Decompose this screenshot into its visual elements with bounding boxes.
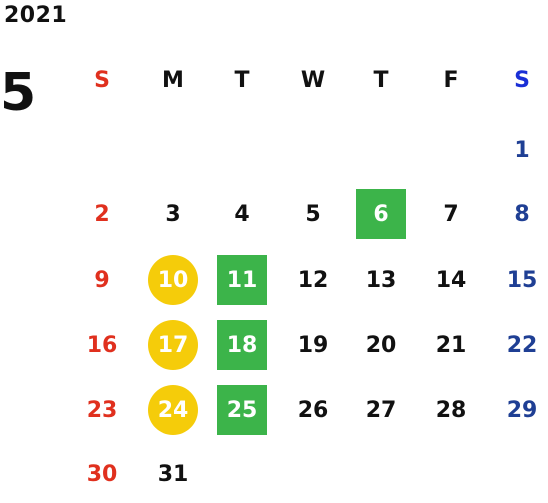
calendar-day-10[interactable]: 10 <box>148 255 198 305</box>
calendar-day-9[interactable]: 9 <box>94 267 110 293</box>
calendar-day-29[interactable]: 29 <box>506 397 538 423</box>
calendar-day-25[interactable]: 25 <box>217 385 267 435</box>
calendar-day-20[interactable]: 20 <box>365 332 397 358</box>
calendar-day-16[interactable]: 16 <box>86 332 118 358</box>
calendar-day-28[interactable]: 28 <box>435 397 467 423</box>
calendar-day-7[interactable]: 7 <box>443 201 459 227</box>
calendar-year: 2021 <box>4 3 68 28</box>
calendar-day-30[interactable]: 30 <box>86 461 118 487</box>
weekday-header-wednesday: W <box>300 67 326 93</box>
calendar-day-18[interactable]: 18 <box>217 320 267 370</box>
calendar-month: 5 <box>0 63 37 123</box>
calendar-day-23[interactable]: 23 <box>86 397 118 423</box>
calendar-day-2[interactable]: 2 <box>94 201 110 227</box>
calendar-day-14[interactable]: 14 <box>435 267 467 293</box>
calendar-day-12[interactable]: 12 <box>297 267 329 293</box>
calendar-day-8[interactable]: 8 <box>514 201 530 227</box>
calendar-day-19[interactable]: 19 <box>297 332 329 358</box>
weekday-header-thursday: T <box>373 67 389 93</box>
calendar-day-13[interactable]: 13 <box>365 267 397 293</box>
weekday-header-sunday: S <box>94 67 110 93</box>
weekday-header-friday: F <box>443 67 459 93</box>
calendar-day-3[interactable]: 3 <box>165 201 181 227</box>
calendar-day-6[interactable]: 6 <box>356 189 406 239</box>
calendar-day-1[interactable]: 1 <box>514 137 530 163</box>
calendar-day-5[interactable]: 5 <box>305 201 321 227</box>
calendar-day-24[interactable]: 24 <box>148 385 198 435</box>
weekday-header-monday: M <box>162 67 184 93</box>
calendar-day-22[interactable]: 22 <box>506 332 538 358</box>
calendar-day-26[interactable]: 26 <box>297 397 329 423</box>
calendar-day-27[interactable]: 27 <box>365 397 397 423</box>
calendar-day-21[interactable]: 21 <box>435 332 467 358</box>
weekday-header-saturday: S <box>514 67 530 93</box>
calendar-day-31[interactable]: 31 <box>157 461 189 487</box>
calendar-day-11[interactable]: 11 <box>217 255 267 305</box>
calendar-day-17[interactable]: 17 <box>148 320 198 370</box>
weekday-header-tuesday: T <box>234 67 250 93</box>
calendar-day-15[interactable]: 15 <box>506 267 538 293</box>
calendar-day-4[interactable]: 4 <box>234 201 250 227</box>
